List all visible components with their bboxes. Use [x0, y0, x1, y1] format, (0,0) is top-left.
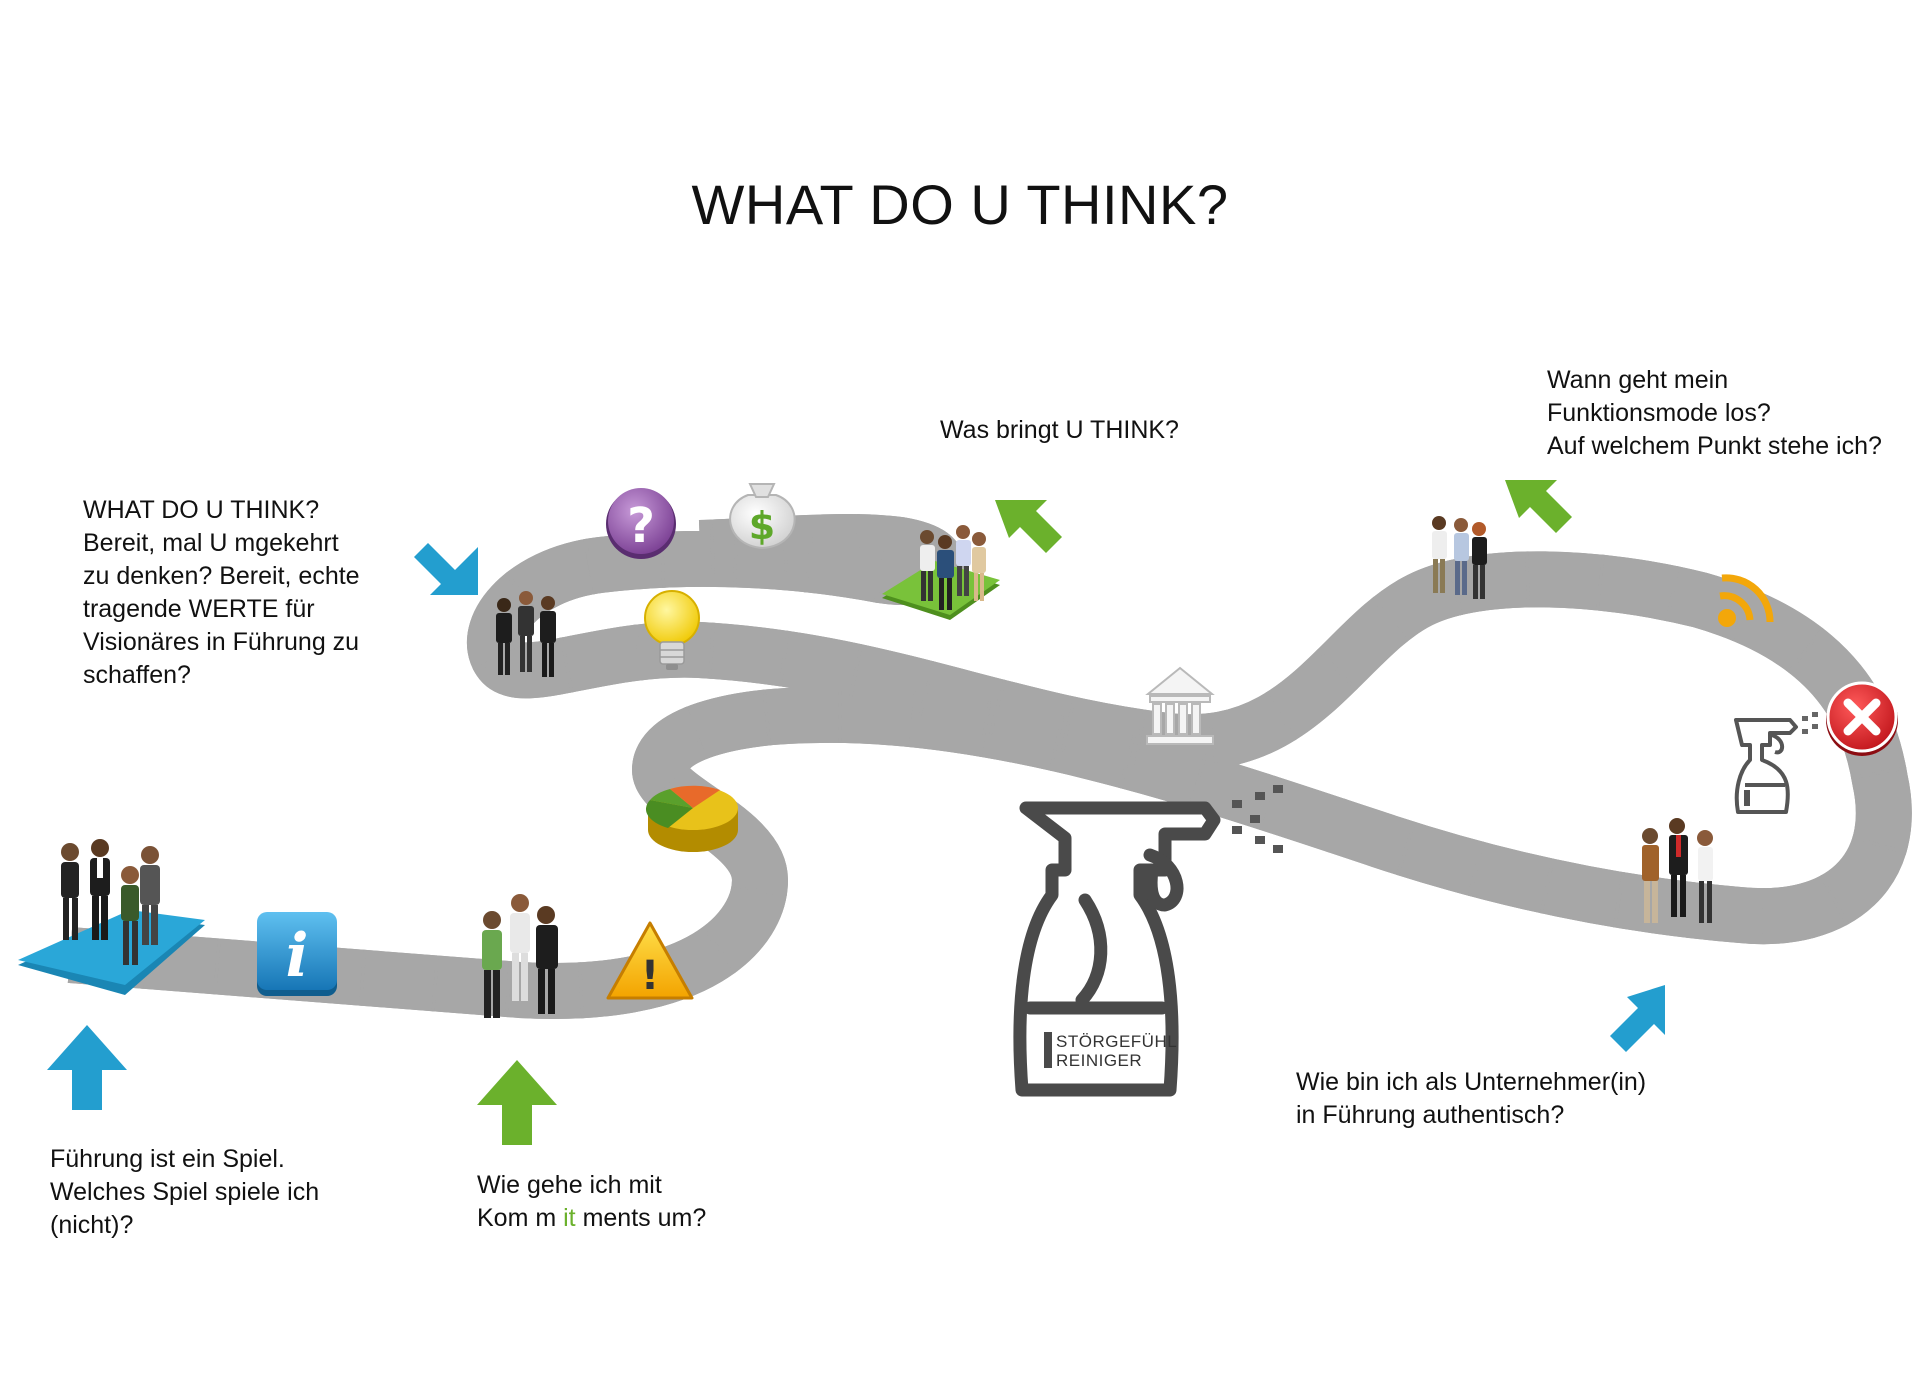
- caption-line: tragende WERTE für: [83, 595, 315, 623]
- rss-icon: [1718, 574, 1774, 627]
- caption-line: (nicht)?: [50, 1211, 134, 1239]
- page-title: WHAT DO U THINK?: [691, 173, 1229, 236]
- caption-line: Was bringt U THINK?: [940, 416, 1179, 444]
- people-group-commitments: [482, 894, 558, 1018]
- small-spray-bottle-icon: [1734, 712, 1818, 814]
- caption-authentisch: Wie bin ich als Unternehmer(in) in Führu…: [1296, 1066, 1646, 1132]
- dollar-bag-glyph: $: [749, 504, 775, 548]
- caption-line: schaffen?: [83, 661, 191, 689]
- caption-line: Bereit, mal U mgekehrt: [83, 529, 339, 557]
- caption-line: Welches Spiel spiele ich: [50, 1178, 320, 1206]
- people-group-intro: [496, 591, 556, 677]
- caption-intro: WHAT DO U THINK? Bereit, mal U mgekehrt …: [83, 494, 360, 692]
- question-icon: ?: [606, 488, 676, 559]
- caption-line: Funktionsmode los?: [1547, 399, 1771, 427]
- caption-line: Wann geht mein: [1547, 366, 1729, 394]
- caption-part: ments um?: [575, 1204, 707, 1232]
- caption-line: Visionäres in Führung zu: [83, 628, 360, 656]
- caption-highlight: it: [563, 1204, 576, 1232]
- bottle-label-line1: STÖRGEFÜHL: [1056, 1032, 1178, 1051]
- spray-bottle-icon: [1013, 785, 1283, 1097]
- info-icon: i: [257, 912, 337, 996]
- game-path: [70, 542, 1884, 991]
- caption-line: zu denken? Bereit, echte: [83, 562, 360, 590]
- caption-line: in Führung authentisch?: [1296, 1101, 1565, 1129]
- arrow-down-right-blue: [414, 543, 478, 595]
- people-group-funktion: [1432, 516, 1487, 599]
- close-icon: [1826, 681, 1898, 756]
- pie-chart-icon: [645, 785, 738, 852]
- caption-bringt: Was bringt U THINK?: [940, 414, 1179, 447]
- arrow-up-green: [477, 1060, 557, 1145]
- caption-part: Kom m: [477, 1204, 564, 1232]
- people-group-start: [61, 839, 160, 965]
- caption-line: Wie gehe ich mit: [477, 1171, 662, 1199]
- bottle-label: STÖRGEFÜHL REINIGER: [1056, 1032, 1177, 1070]
- caption-line: Führung ist ein Spiel.: [50, 1145, 285, 1173]
- arrow-down-left-green-2: [1505, 480, 1572, 533]
- arrow-up-blue-1: [47, 1025, 127, 1110]
- warning-icon: !: [606, 921, 694, 1000]
- people-group-authentisch: [1642, 818, 1713, 923]
- lightbulb-icon: [644, 590, 700, 670]
- people-group-bringt: [920, 525, 986, 610]
- arrow-up-right-blue: [1610, 985, 1665, 1052]
- bottle-label-line2: REINIGER: [1056, 1051, 1143, 1070]
- bank-icon: [1145, 666, 1215, 745]
- dollar-bag-icon: $: [729, 483, 796, 550]
- caption-kommitments: Wie gehe ich mit Kom m it ments um?: [477, 1169, 706, 1235]
- caption-line-2: Kom m it ments um?: [477, 1202, 706, 1235]
- caption-line: WHAT DO U THINK?: [83, 496, 320, 524]
- arrow-down-left-green-1: [995, 500, 1062, 553]
- warning-icon-glyph: !: [641, 953, 659, 999]
- caption-line: Wie bin ich als Unternehmer(in): [1296, 1068, 1647, 1096]
- caption-spiel: Führung ist ein Spiel. Welches Spiel spi…: [50, 1143, 319, 1242]
- caption-funktion: Wann geht mein Funktionsmode los? Auf we…: [1547, 364, 1882, 463]
- start-platform: [18, 910, 205, 995]
- caption-line: Auf welchem Punkt stehe ich?: [1547, 432, 1882, 460]
- info-icon-glyph: i: [286, 921, 309, 991]
- question-icon-glyph: ?: [627, 498, 655, 554]
